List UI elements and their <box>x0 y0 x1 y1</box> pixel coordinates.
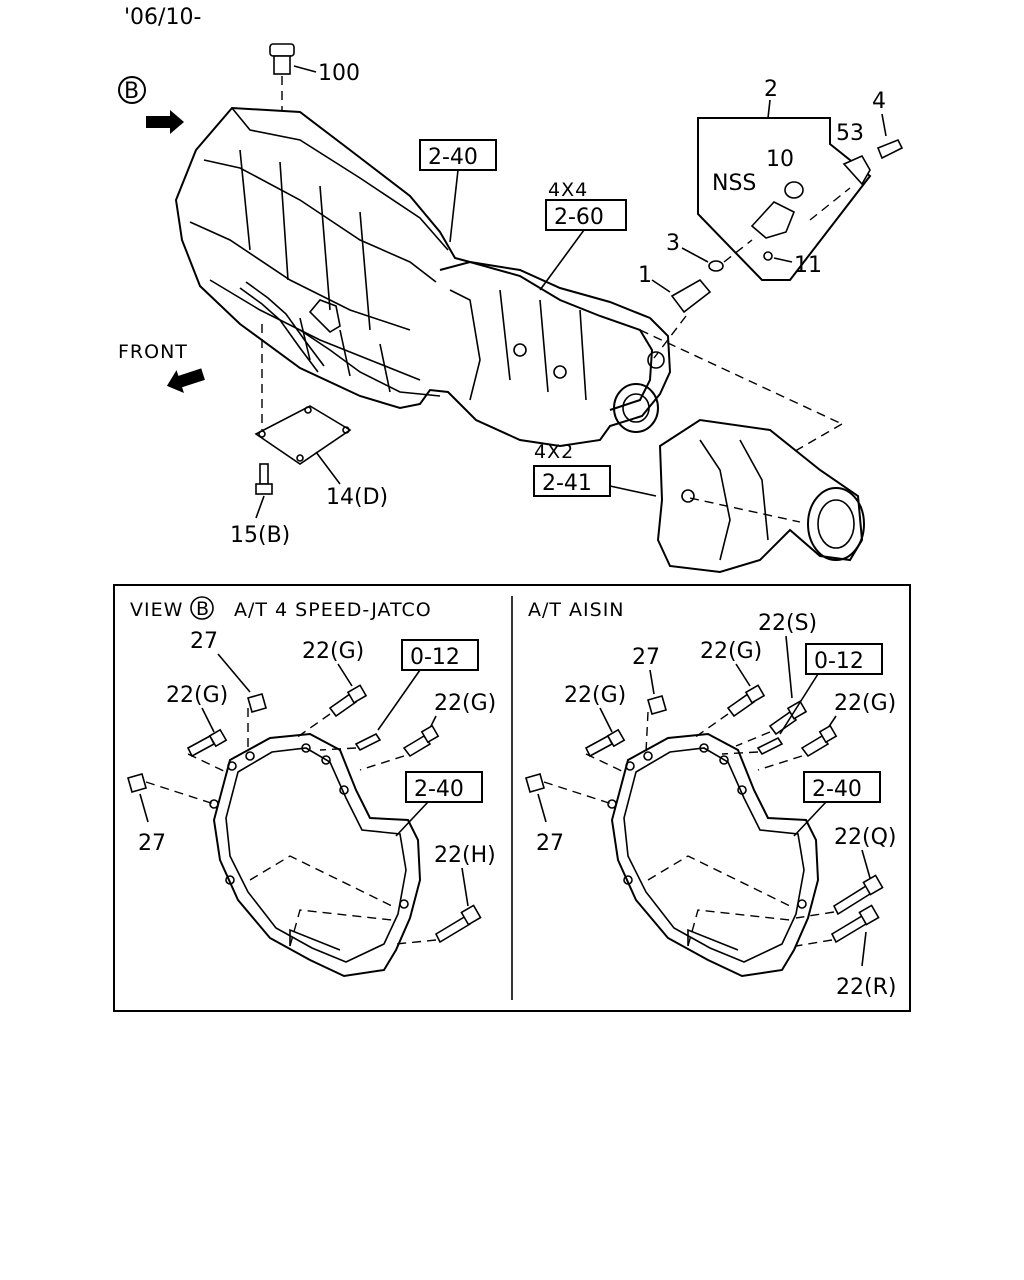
panel-right-callout-22q: 22(Q) <box>834 825 896 850</box>
detail-panel-frame <box>113 584 911 1012</box>
panel-left-callout-22g-top: 22(G) <box>302 639 364 664</box>
panel-right-callout-27-bottom: 27 <box>536 831 564 856</box>
panel-left-ref-2-40: 2-40 <box>414 777 464 802</box>
label-4x4: 4X4 <box>548 179 588 201</box>
view-marker-top-letter: B <box>124 79 139 104</box>
part-100-breather: 100 <box>269 43 360 110</box>
ref-box-2-60 <box>545 199 627 231</box>
panel-right-aisin: A/T AISIN 22(S) 27 22(G) 0-12 22(G) <box>525 599 896 1000</box>
panel-right-callout-22g-left: 22(G) <box>564 683 626 708</box>
ref-2-41: 2-41 <box>542 471 592 496</box>
ref-box-2-41 <box>533 465 611 497</box>
callout-11: 11 <box>794 253 822 278</box>
view-marker-top <box>118 76 146 104</box>
panel-left-callout-27-top: 27 <box>190 629 218 654</box>
callout-nss: NSS <box>712 171 756 196</box>
callout-15b: 15(B) <box>230 523 290 548</box>
panel-right-callout-27-top: 27 <box>632 645 660 670</box>
ref-box-2-40-top <box>419 139 497 171</box>
callout-1: 1 <box>638 263 652 288</box>
panel-right-ref-box-2-40 <box>803 771 881 803</box>
front-arrow-icon <box>166 368 205 393</box>
panel-left-title-prefix: VIEW <box>130 599 183 621</box>
panel-left-ref-box-2-40 <box>405 771 483 803</box>
part-15-bolt: 15(B) <box>230 463 290 548</box>
view-b-arrow-icon <box>146 110 184 134</box>
panel-right-callout-22r: 22(R) <box>836 975 896 1000</box>
panel-right-callout-22s: 22(S) <box>758 611 817 636</box>
callout-14d: 14(D) <box>326 485 388 510</box>
front-label: FRONT <box>118 341 188 363</box>
callout-2: 2 <box>764 77 778 102</box>
callout-3: 3 <box>666 231 680 256</box>
ref-2-60: 2-60 <box>554 205 604 230</box>
transmission-assembly: B FRONT <box>118 76 672 448</box>
part-1-gear <box>670 278 712 314</box>
panel-right-ref-box-0-12 <box>805 643 883 675</box>
panel-left-ref-0-12: 0-12 <box>410 645 460 670</box>
callout-100: 100 <box>318 61 360 86</box>
label-4x2: 4X2 <box>534 441 574 463</box>
panel-left-title-suffix: A/T 4 SPEED-JATCO <box>234 599 432 621</box>
part-2-speed-sensor-group: 2 4 53 10 NSS 11 <box>697 77 904 281</box>
panel-left-callout-27-bottom: 27 <box>138 831 166 856</box>
panel-left-callout-22h: 22(H) <box>434 843 496 868</box>
panel-left-callout-22g-right: 22(G) <box>434 691 496 716</box>
panel-right-ref-0-12: 0-12 <box>814 649 864 674</box>
panel-right-callout-22g-right: 22(G) <box>834 691 896 716</box>
callout-10: 10 <box>766 147 794 172</box>
panel-left-ref-box-0-12 <box>401 639 479 671</box>
callout-53: 53 <box>836 121 864 146</box>
panel-left-title-marker: B <box>196 598 210 620</box>
panel-left-jatco: VIEW B A/T 4 SPEED-JATCO 27 22(G) 0-12 2… <box>127 596 496 978</box>
panel-left-callout-22g-left: 22(G) <box>166 683 228 708</box>
panel-right-title: A/T AISIN <box>528 599 625 621</box>
ref-2-40-top: 2-40 <box>428 145 478 170</box>
panel-right-ref-2-40: 2-40 <box>812 777 862 802</box>
part-14-oil-pan-cover: 14(D) <box>254 324 388 510</box>
callout-4: 4 <box>872 89 886 114</box>
panel-right-callout-22g-top: 22(G) <box>700 639 762 664</box>
extension-housing-4x2 <box>639 329 865 574</box>
date-code: '06/10- <box>124 5 201 30</box>
